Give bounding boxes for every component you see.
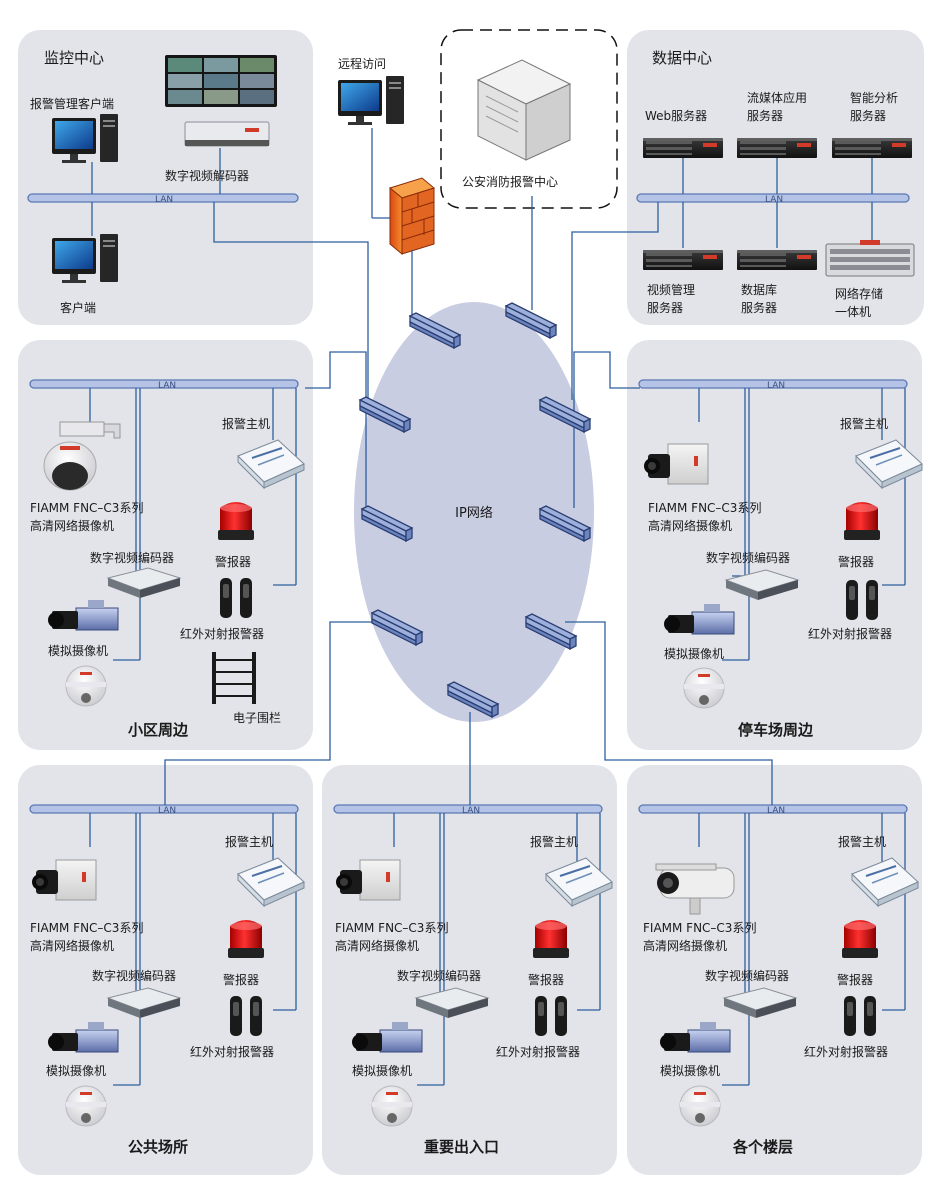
analysis-server-icon xyxy=(832,138,912,158)
lan-label: LAN xyxy=(765,195,783,205)
client-label: 客户端 xyxy=(60,300,96,315)
ip-network-label: IP网络 xyxy=(455,505,493,521)
dome-camera-icon xyxy=(683,667,725,709)
vms-server-label-2: 服务器 xyxy=(647,300,683,315)
web-server-label: Web服务器 xyxy=(645,108,707,123)
zone-fence-label: 电子围栏 xyxy=(233,710,281,725)
zone-camera-label-1: FIAMM FNC–C3系列 xyxy=(335,921,448,935)
zone-alarm-host-label: 报警主机 xyxy=(530,834,578,849)
zone-title: 小区周边 xyxy=(128,721,189,739)
electric-fence-icon xyxy=(212,652,256,704)
monitor-center-title: 监控中心 xyxy=(44,49,104,67)
zone-siren-label: 警报器 xyxy=(223,972,259,987)
zone-analog-camera-label: 模拟摄像机 xyxy=(46,1063,106,1078)
zone-title: 重要出入口 xyxy=(424,1138,499,1156)
ptz-speed-dome-icon xyxy=(43,421,121,491)
nas-storage-icon xyxy=(825,240,915,277)
remote-pc-icon xyxy=(338,76,404,125)
bullet-camera-icon xyxy=(655,863,735,915)
zone-ir-alarm-label: 红外对射报警器 xyxy=(190,1044,274,1059)
vms-server-label-1: 视频管理 xyxy=(647,282,695,297)
zone-encoder-label: 数字视频编码器 xyxy=(90,550,174,565)
zone-camera-label-2: 高清网络摄像机 xyxy=(648,518,732,533)
zone-camera-label-1: FIAMM FNC–C3系列 xyxy=(30,921,143,935)
zone-siren-label: 警报器 xyxy=(838,554,874,569)
remote-access-label: 远程访问 xyxy=(338,56,386,71)
zone-siren-label: 警报器 xyxy=(528,972,564,987)
stream-server-label-1: 流媒体应用 xyxy=(747,90,807,105)
zone-title: 停车场周边 xyxy=(738,721,814,739)
zone-panel-community xyxy=(17,339,314,751)
zone-camera-label-1: FIAMM FNC–C3系列 xyxy=(643,921,756,935)
data-center-panel xyxy=(627,30,924,325)
alarm-client-label: 报警管理客户端 xyxy=(30,96,114,111)
dome-camera-icon xyxy=(371,1085,413,1127)
zone-camera-label-2: 高清网络摄像机 xyxy=(30,938,114,953)
zone-ir-alarm-label: 红外对射报警器 xyxy=(804,1044,888,1059)
zone-ir-alarm-label: 红外对射报警器 xyxy=(180,626,264,641)
zone-analog-camera-label: 模拟摄像机 xyxy=(48,643,108,658)
zone-alarm-host-label: 报警主机 xyxy=(222,416,270,431)
data-center-title: 数据中心 xyxy=(652,49,712,67)
zone-title: 各个楼层 xyxy=(732,1138,793,1156)
zone-camera-label-1: FIAMM FNC–C3系列 xyxy=(648,501,761,515)
db-server-label-1: 数据库 xyxy=(741,282,777,297)
zone-analog-camera-label: 模拟摄像机 xyxy=(352,1063,412,1078)
decoder-label: 数字视频解码器 xyxy=(165,168,249,183)
dome-camera-icon xyxy=(65,665,107,707)
analysis-server-label-1: 智能分析 xyxy=(850,90,898,105)
police-center-label: 公安消防报警中心 xyxy=(462,174,558,189)
zone-ir-alarm-label: 红外对射报警器 xyxy=(496,1044,580,1059)
zone-panel-parking xyxy=(626,339,923,751)
web-server-icon xyxy=(643,138,723,158)
zone-camera-label-2: 高清网络摄像机 xyxy=(30,518,114,533)
police-server-icon xyxy=(476,59,572,161)
lan-label: LAN xyxy=(155,195,173,205)
zone-title: 公共场所 xyxy=(128,1138,188,1156)
zone-siren-label: 警报器 xyxy=(837,972,873,987)
video-wall-icon xyxy=(165,55,277,107)
vms-server-icon xyxy=(643,250,723,270)
zone-siren-label: 警报器 xyxy=(215,554,251,569)
zone-ir-alarm-label: 红外对射报警器 xyxy=(808,626,892,641)
siren-icon xyxy=(228,920,264,958)
zone-analog-camera-label: 模拟摄像机 xyxy=(664,646,724,661)
zone-analog-camera-label: 模拟摄像机 xyxy=(660,1063,720,1078)
nas-label-2: 一体机 xyxy=(835,305,871,319)
stream-server-label-2: 服务器 xyxy=(747,108,783,123)
db-server-label-2: 服务器 xyxy=(741,300,777,315)
zone-alarm-host-label: 报警主机 xyxy=(838,834,886,849)
zone-encoder-label: 数字视频编码器 xyxy=(706,550,790,565)
zone-alarm-host-label: 报警主机 xyxy=(225,834,273,849)
zone-alarm-host-label: 报警主机 xyxy=(840,416,888,431)
firewall-icon xyxy=(388,177,436,256)
decoder-device-icon xyxy=(184,121,270,147)
zone-encoder-label: 数字视频编码器 xyxy=(397,968,481,983)
nas-label-1: 网络存储 xyxy=(835,286,883,301)
siren-icon xyxy=(844,502,880,540)
analysis-server-label-2: 服务器 xyxy=(850,108,886,123)
zone-camera-label-2: 高清网络摄像机 xyxy=(643,938,727,953)
dome-camera-icon xyxy=(679,1085,721,1127)
zone-camera-label-1: FIAMM FNC–C3系列 xyxy=(30,501,143,515)
dome-camera-icon xyxy=(65,1085,107,1127)
siren-icon xyxy=(533,920,569,958)
zone-encoder-label: 数字视频编码器 xyxy=(92,968,176,983)
zone-encoder-label: 数字视频编码器 xyxy=(705,968,789,983)
siren-icon xyxy=(842,920,878,958)
siren-icon xyxy=(218,502,254,540)
db-server-icon xyxy=(737,250,817,270)
stream-server-icon xyxy=(737,138,817,158)
zone-camera-label-2: 高清网络摄像机 xyxy=(335,938,419,953)
